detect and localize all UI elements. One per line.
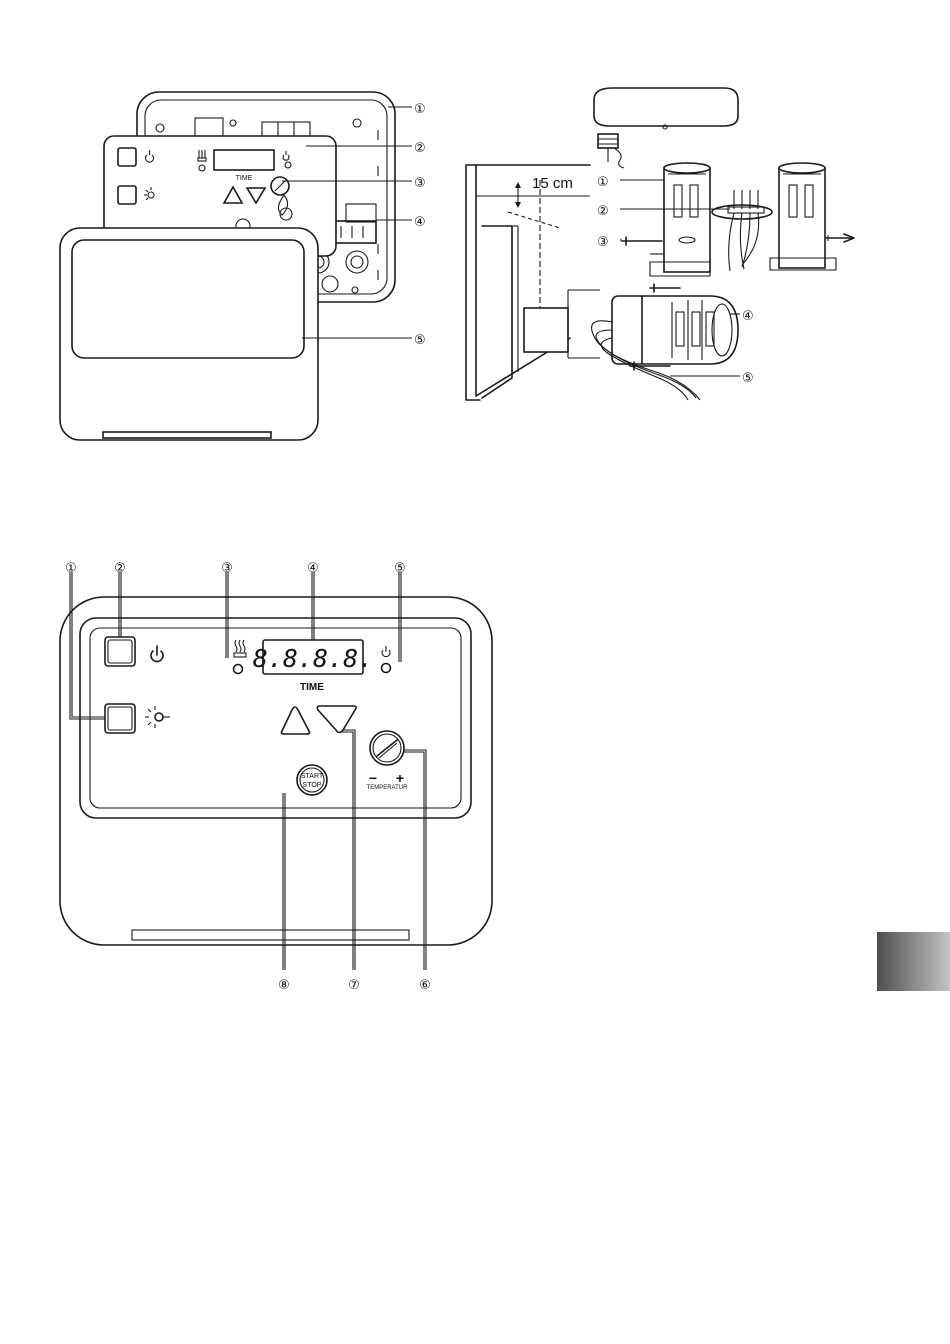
down-arrow-button[interactable]	[317, 706, 356, 733]
power-icon	[151, 646, 163, 661]
temperature-minus-label: −	[369, 770, 377, 786]
callout-1-top-left: ①	[414, 102, 426, 117]
heater-led	[234, 665, 243, 674]
callout-5-top-right: ⑤	[742, 371, 754, 386]
callout-3-bottom: ③	[221, 561, 233, 576]
power-button-small	[118, 148, 136, 166]
heater-icon	[234, 640, 246, 657]
panel-time-label-small: TIME	[236, 175, 253, 182]
callout-2-bottom: ②	[114, 561, 126, 576]
power-button[interactable]	[105, 637, 135, 666]
callout-5-bottom: ⑤	[394, 561, 406, 576]
light-button-small	[118, 186, 136, 204]
control-panel-front-view: 8.8.8.8. TIME − + TEMPERATUR START STOP	[60, 561, 492, 993]
callout-1-bottom: ①	[65, 561, 77, 576]
standby-led	[382, 664, 391, 673]
callout-5-top-left: ⑤	[414, 333, 426, 348]
sensor-installation-view: 15 cm	[466, 88, 854, 400]
callout-4-top-left: ④	[414, 215, 426, 230]
callout-3-top-right: ③	[597, 235, 609, 250]
display-window-small	[214, 150, 274, 170]
sensor-holder-right	[770, 163, 854, 270]
display-digits: 8.8.8.8.	[253, 644, 373, 673]
stop-label: STOP	[303, 782, 322, 789]
callout-labels-top-left: ① ② ③ ④ ⑤	[414, 102, 426, 348]
light-button[interactable]	[105, 704, 135, 733]
light-icon	[145, 706, 170, 728]
start-stop-button[interactable]: START STOP	[297, 765, 327, 795]
callout-3-top-left: ③	[414, 176, 426, 191]
front-cover	[60, 228, 318, 440]
temperature-knob[interactable]	[370, 731, 404, 765]
control-unit-exploded-view: TIME ① ② ③	[60, 92, 426, 440]
callout-2-top-right: ②	[597, 204, 609, 219]
chapter-side-tab	[877, 932, 950, 991]
callout-4-top-right: ④	[742, 309, 754, 324]
temperature-plus-label: +	[396, 770, 404, 786]
callout-8-bottom: ⑧	[278, 978, 290, 993]
callout-4-bottom: ④	[307, 561, 319, 576]
temperature-label: TEMPERATUR	[367, 785, 409, 791]
screw-left	[622, 237, 662, 245]
callout-2-top-left: ②	[414, 141, 426, 156]
sensor-body-horizontal	[592, 284, 738, 400]
wiring-plate	[712, 190, 772, 271]
callout-6-bottom: ⑥	[419, 978, 431, 993]
callout-7-bottom: ⑦	[348, 978, 360, 993]
standby-icon	[382, 646, 390, 657]
bottom-slot	[132, 930, 409, 940]
time-label: TIME	[300, 682, 324, 693]
up-arrow-button[interactable]	[281, 707, 309, 734]
wall-frame	[466, 165, 600, 400]
distance-label: 15 cm	[532, 175, 573, 192]
start-label: START	[301, 773, 324, 780]
ceiling-sensor-cap	[594, 88, 738, 168]
callout-1-top-right: ①	[597, 175, 609, 190]
